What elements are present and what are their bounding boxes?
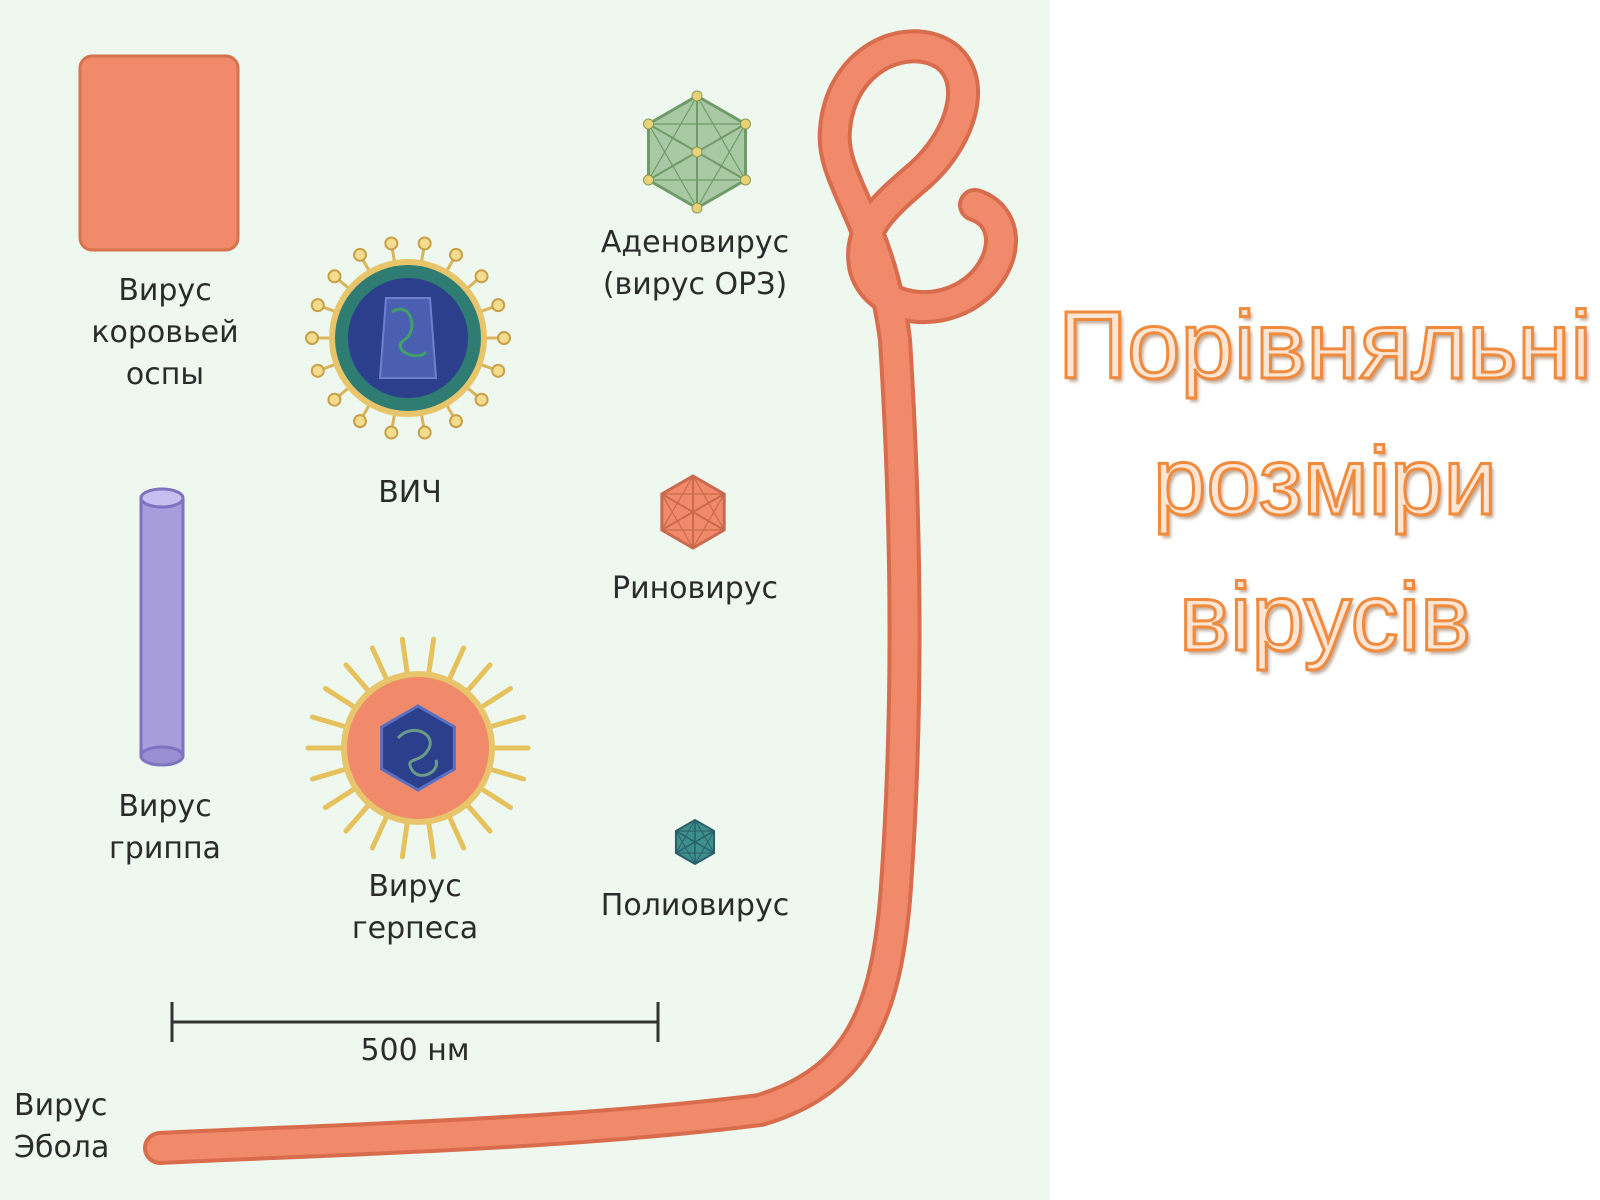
spike-knob: [491, 363, 506, 378]
spike: [447, 645, 467, 682]
spike-knob: [310, 363, 325, 378]
adenovirus-facets: [643, 90, 751, 214]
facet-line: [694, 830, 715, 843]
spike-knob: [449, 414, 463, 429]
spike-knob: [449, 247, 463, 262]
spike-knob: [310, 298, 325, 313]
spike-knob: [417, 236, 432, 251]
spike: [309, 766, 348, 782]
hiv-label: ВИЧ: [378, 475, 442, 510]
capsid-vertex: [643, 118, 655, 130]
spike: [479, 686, 514, 710]
spike: [399, 820, 410, 860]
spike-knob: [474, 392, 489, 407]
facet-line: [694, 841, 715, 854]
spike: [369, 645, 389, 682]
poliovirus-facets: [675, 819, 715, 865]
spike: [488, 766, 527, 782]
spike-knob: [491, 298, 506, 313]
spike: [465, 802, 493, 834]
spike: [465, 662, 493, 694]
spike-knob: [353, 414, 367, 429]
cowpox-virus-shape: [78, 54, 240, 252]
spike: [399, 636, 410, 676]
adenovirus-label: Аденовирус(вирус ОРЗ): [600, 225, 790, 302]
facet-line: [661, 493, 694, 513]
spike-knob: [327, 269, 342, 284]
spike: [369, 814, 389, 851]
influenza-virus-shape: [139, 487, 185, 767]
spike-knob: [305, 331, 319, 345]
adenovirus-shape: [643, 90, 751, 214]
facet-line: [692, 511, 725, 531]
spike-knob: [474, 269, 489, 284]
spike: [322, 686, 357, 710]
spike: [309, 714, 348, 730]
rhinovirus-label: Риновирус: [611, 571, 779, 606]
capsid-vertex: [739, 118, 751, 130]
ebola-filament-fill: [147, 33, 1014, 1161]
scale-bar: [170, 1002, 660, 1042]
spike: [426, 820, 437, 860]
page-title: Порівняльні розміри вірусів: [1050, 278, 1600, 686]
facet-line: [675, 841, 696, 854]
spike: [447, 814, 467, 851]
title-line-3: вірусів: [1178, 563, 1473, 673]
spike-knob: [417, 425, 432, 440]
facet-line: [692, 493, 725, 513]
capsid-vertex: [643, 174, 655, 186]
capsid-vertex: [691, 90, 703, 102]
facet-line: [696, 151, 746, 181]
herpes-virus-shape: [305, 636, 531, 860]
spike: [479, 786, 514, 810]
spike-knob: [384, 425, 399, 440]
facet-line: [648, 123, 698, 153]
spike-knob: [327, 392, 342, 407]
title-line-2: розміри: [1151, 427, 1498, 537]
ebola-virus-shape: [143, 29, 1018, 1165]
title-line-1: Порівняльні: [1057, 291, 1593, 401]
facet-line: [696, 123, 746, 153]
spike-knob: [497, 331, 511, 345]
facet-line: [675, 830, 696, 843]
rhinovirus-shape: [660, 474, 726, 550]
capsid-vertex: [739, 174, 751, 186]
spike: [343, 802, 371, 834]
spike: [426, 636, 437, 676]
poliovirus-label: Полиовирус: [600, 888, 790, 923]
capsid-vertex: [691, 202, 703, 214]
herpes-spikes: [305, 636, 531, 860]
spike: [343, 662, 371, 694]
spike-knob: [384, 236, 399, 251]
scale-bar-label: 500 нм: [360, 1033, 470, 1068]
facet-line: [661, 511, 694, 531]
hiv-spikes: [305, 236, 511, 440]
capsid-vertex: [691, 146, 703, 158]
spike: [322, 786, 357, 810]
virus-diagram: [78, 29, 1018, 1165]
spike-knob: [353, 247, 367, 262]
facet-line: [648, 151, 698, 181]
spike: [488, 714, 527, 730]
rhinovirus-facets: [661, 475, 725, 549]
hiv-virus-shape: [305, 236, 511, 440]
poliovirus-shape: [674, 818, 716, 866]
